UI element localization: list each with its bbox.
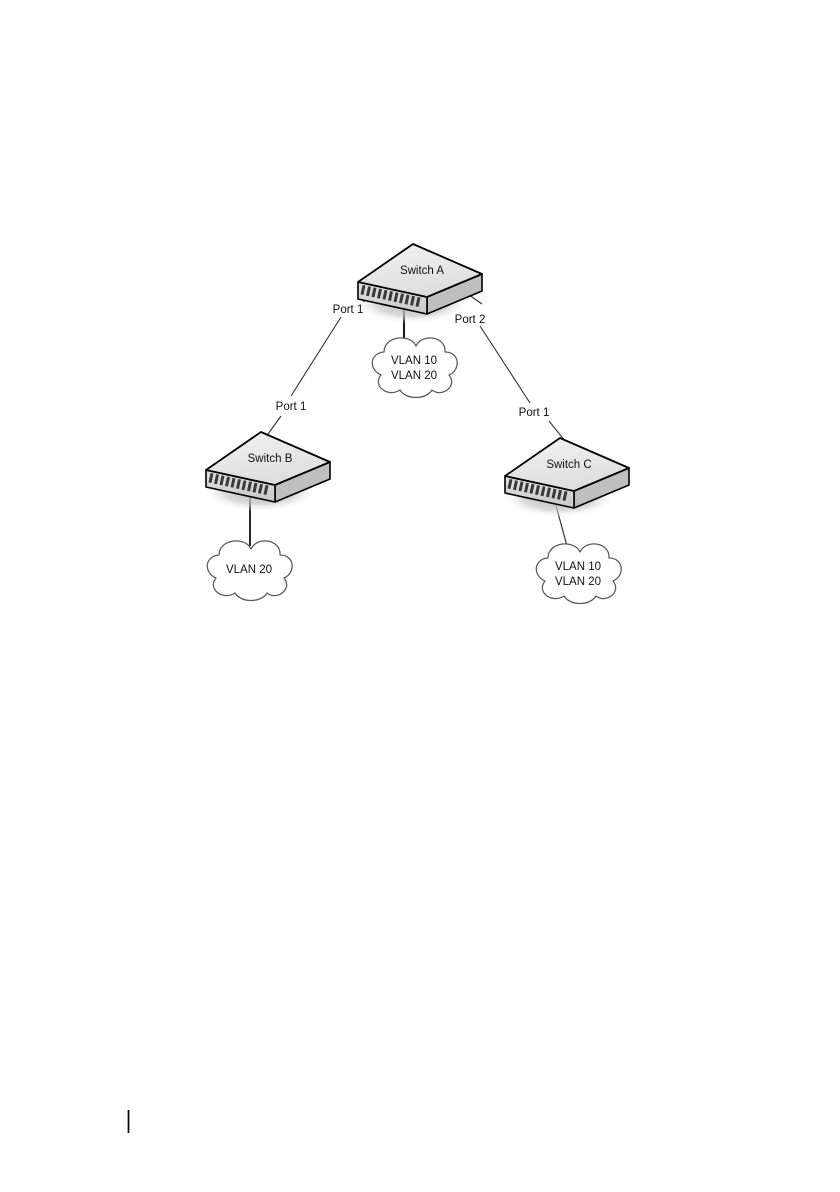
port-label-c-1: Port 1 [519, 407, 550, 419]
switch-b: Switch B [201, 431, 331, 513]
switch-c: Switch C [500, 437, 630, 519]
cloud-a: VLAN 10 VLAN 20 [371, 337, 458, 399]
port-label-a-2: Port 2 [455, 314, 486, 326]
cloud-b-label-line-1: VLAN 20 [226, 564, 272, 576]
link-a-b-lower [267, 415, 282, 435]
switch-a: Switch A [353, 243, 483, 325]
link-a-b [290, 316, 342, 397]
switch-b-label: Switch B [248, 453, 293, 465]
switch-a-label: Switch A [400, 265, 444, 277]
cloud-c-label-line-2: VLAN 20 [555, 576, 601, 588]
cloud-b: VLAN 20 [206, 540, 293, 602]
link-a-c-lower [548, 420, 566, 442]
port-label-a-1: Port 1 [333, 304, 364, 316]
port-labels-layer: Port 1 Port 2 Port 1 Port 1 [276, 304, 550, 419]
cloud-c-label-line-1: VLAN 10 [555, 561, 601, 573]
cloud-c: VLAN 10 VLAN 20 [535, 543, 622, 605]
port-label-b-1: Port 1 [276, 401, 307, 413]
cloud-a-label-line-2: VLAN 20 [391, 370, 437, 382]
link-a-c [479, 325, 531, 404]
cloud-a-label-line-1: VLAN 10 [391, 355, 437, 367]
switch-c-label: Switch C [546, 459, 591, 471]
